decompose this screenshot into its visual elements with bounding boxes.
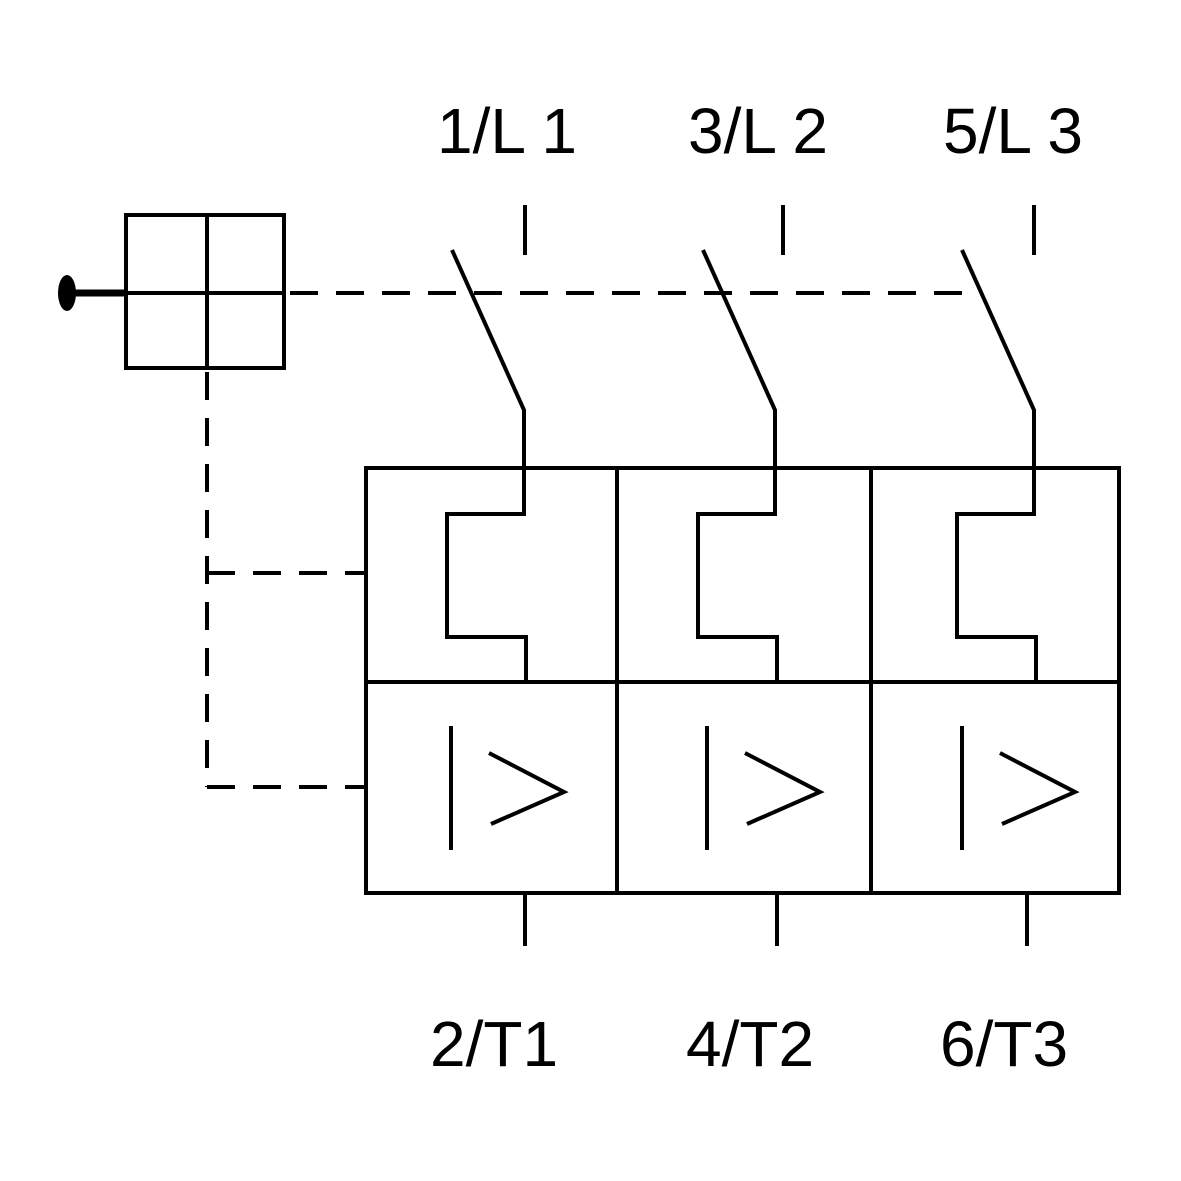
terminal-label-2-T1: 2/T1 bbox=[430, 1008, 558, 1080]
switch-blade-2 bbox=[701, 249, 777, 470]
terminal-label-1-L1: 1/L 1 bbox=[437, 95, 577, 167]
manual-handle-icon bbox=[58, 275, 126, 311]
actuator-latch-icon bbox=[124, 213, 286, 370]
terminal-label-3-L2: 3/L 2 bbox=[688, 95, 828, 167]
thermal-release-icon-2 bbox=[696, 468, 779, 682]
terminal-label-4-T2: 4/T2 bbox=[686, 1008, 814, 1080]
terminal-label-6-T3: 6/T3 bbox=[940, 1008, 1068, 1080]
magnetic-release-icon-3 bbox=[960, 726, 1080, 850]
switch-blade-3 bbox=[960, 249, 1036, 470]
switch-blade-1 bbox=[450, 249, 526, 470]
magnetic-release-icon-2 bbox=[705, 726, 825, 850]
thermal-release-icon-3 bbox=[955, 468, 1038, 682]
magnetic-release-icon-1 bbox=[449, 726, 569, 850]
thermal-release-icon-1 bbox=[445, 468, 528, 682]
terminal-label-5-L3: 5/L 3 bbox=[943, 95, 1083, 167]
